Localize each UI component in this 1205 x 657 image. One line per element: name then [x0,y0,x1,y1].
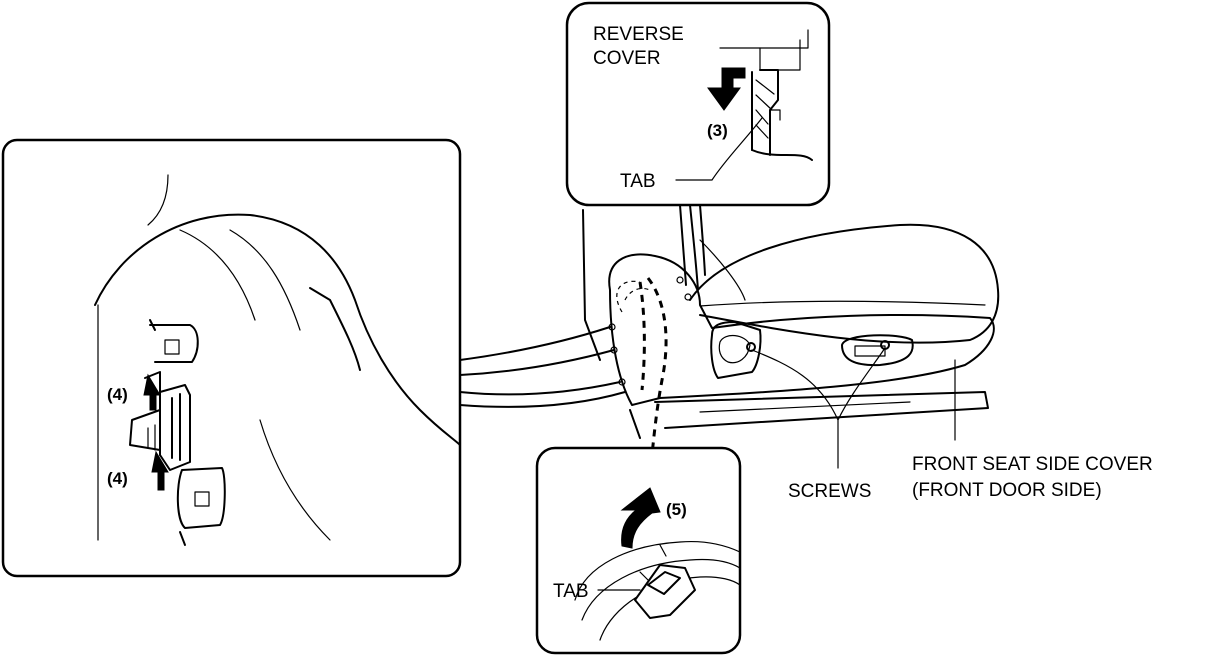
side-cover-label-line2: (FRONT DOOR SIDE) [912,480,1102,501]
inset-clip-detail [1,138,626,578]
screws-leader [751,347,886,469]
side-cover-label-line1: FRONT SEAT SIDE COVER [912,454,1153,475]
screws-label: SCREWS [788,481,871,502]
reverse-cover-label-line2: COVER [593,48,661,69]
up-arrow-icon [143,373,161,411]
down-arrow-icon [707,67,746,111]
tab-top-label: TAB [620,171,656,192]
step-4-upper-label: (4) [107,385,128,404]
tab-bottom-label: TAB [553,581,589,602]
step-5-label: (5) [666,500,687,519]
inset-reverse-cover [565,1,831,291]
seat-illustration [582,209,1000,456]
step-4-lower-label: (4) [107,469,128,488]
inset-bottom-tab [535,446,742,655]
up-arrow-icon [151,450,169,491]
curved-arrow-icon [620,487,661,549]
reverse-cover-label-line1: REVERSE [593,24,684,45]
step-3-label: (3) [707,121,728,140]
